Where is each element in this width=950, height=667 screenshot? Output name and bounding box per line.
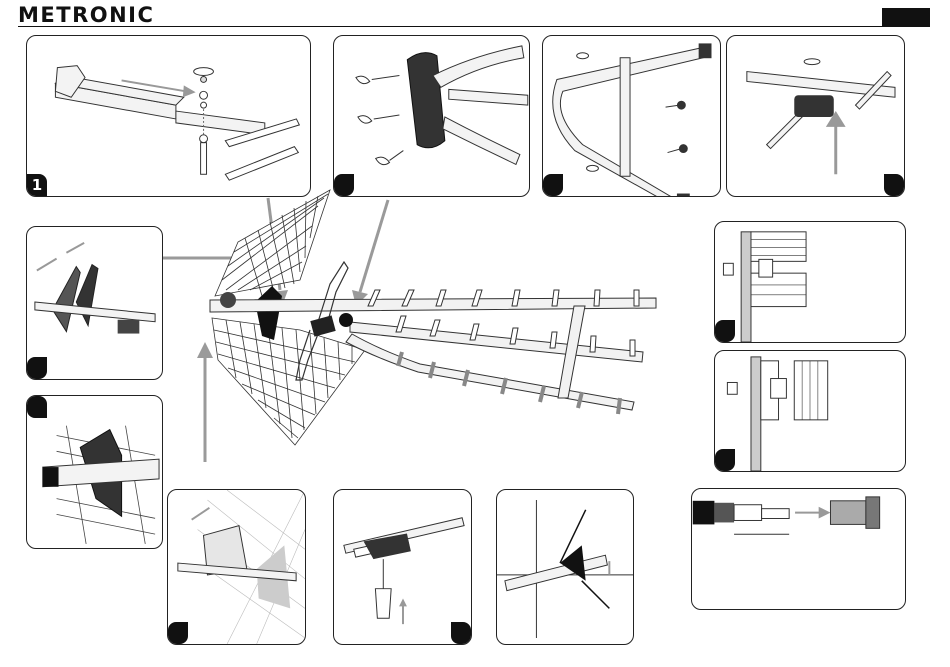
step-number-badge xyxy=(27,357,47,379)
dipole-box xyxy=(310,315,335,336)
connector-arrows xyxy=(163,198,388,462)
step-12-illustration xyxy=(692,489,905,609)
step-10-illustration xyxy=(715,222,905,342)
step-11-panel xyxy=(714,350,906,472)
step-1-illustration xyxy=(27,36,310,196)
step-6-panel xyxy=(26,395,163,549)
antenna-directors xyxy=(368,290,639,356)
step-2-panel xyxy=(333,35,530,197)
step-8-illustration xyxy=(334,490,471,644)
step-7-panel xyxy=(167,489,306,645)
header-block xyxy=(882,8,930,27)
bolt-icon xyxy=(666,101,688,152)
step-2-illustration xyxy=(334,36,529,196)
brand-logo: METRONIC xyxy=(18,3,154,27)
step-number-badge xyxy=(543,174,563,196)
step-5-panel xyxy=(26,226,163,380)
step-11-illustration xyxy=(715,351,905,471)
step-7-illustration xyxy=(168,490,305,644)
step-10-panel xyxy=(714,221,906,343)
header-rule xyxy=(18,26,930,27)
wing-nut-icon xyxy=(194,68,214,83)
step-number-badge xyxy=(27,396,47,418)
step-4-illustration xyxy=(727,36,904,196)
reflector-upper-grid xyxy=(215,190,330,296)
step-number-badge xyxy=(715,320,735,342)
lower-director-shadows xyxy=(398,352,620,414)
wing-nut-icon xyxy=(804,59,820,65)
mast-clamp-nut xyxy=(220,292,236,308)
boom-joint-nut xyxy=(339,313,353,327)
step-4-panel xyxy=(726,35,905,197)
reflector-plate xyxy=(255,286,282,340)
step-number-badge xyxy=(884,174,904,196)
step-3-illustration xyxy=(543,36,720,196)
step-number-badge xyxy=(334,174,354,196)
step-8-panel xyxy=(333,489,472,645)
step-9-illustration xyxy=(497,490,633,644)
wing-nut-icon xyxy=(356,76,403,165)
reflector-lower-grid xyxy=(212,318,365,445)
step-1-panel: 1 xyxy=(26,35,311,197)
step-6-illustration xyxy=(27,396,162,548)
step-3-panel xyxy=(542,35,721,197)
step-number-badge xyxy=(715,449,735,471)
step-5-illustration xyxy=(27,227,162,379)
step-number-badge xyxy=(451,622,471,644)
coaxial-connector-icon xyxy=(830,497,879,528)
step-12-panel xyxy=(691,488,906,610)
antenna-booms xyxy=(210,298,656,410)
step-number-badge: 1 xyxy=(27,174,47,196)
dipole xyxy=(296,262,348,380)
step-number-badge xyxy=(168,622,188,644)
step-9-panel xyxy=(496,489,634,645)
